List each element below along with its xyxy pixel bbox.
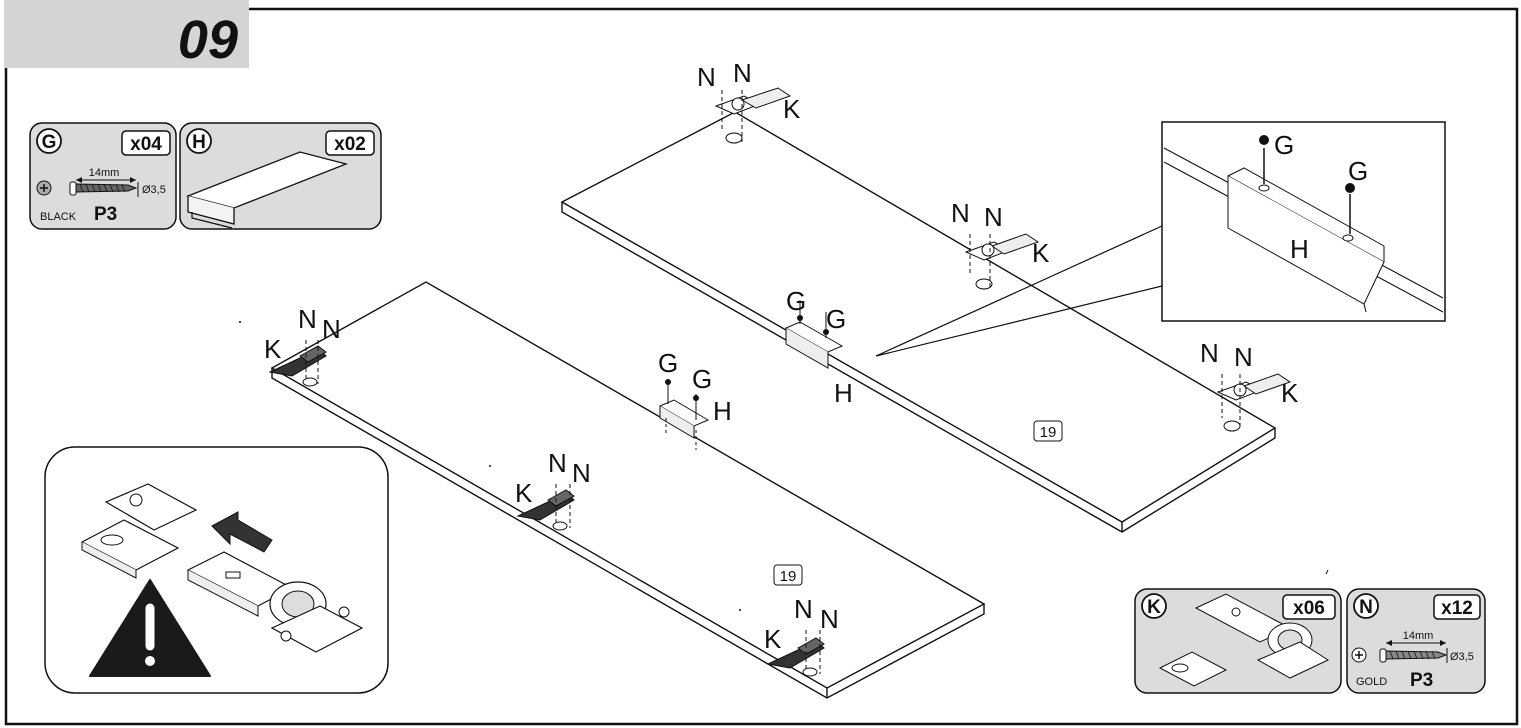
label-n: N: [1200, 338, 1219, 368]
label-n: N: [548, 448, 567, 478]
label-n: N: [733, 58, 752, 88]
hinge-lower-left: [268, 340, 327, 387]
part-k-qty: x06: [1293, 598, 1325, 619]
part-n-code: P3: [1410, 670, 1433, 691]
label-n: N: [984, 202, 1003, 232]
part-g-finish: BLACK: [40, 211, 77, 223]
label-n: N: [951, 198, 970, 228]
arrow-icon: [211, 511, 273, 553]
warning-detail: [44, 446, 389, 694]
part-n-length: 14mm: [1403, 630, 1434, 642]
part-k-card: K x06: [1134, 588, 1342, 694]
part-g-code: P3: [94, 204, 117, 225]
upper-panel-number: 19: [1040, 424, 1057, 441]
label-g: G: [692, 364, 712, 394]
part-k-letter: K: [1147, 597, 1161, 618]
part-g-diameter: Ø3,5: [142, 184, 166, 196]
hinge-arm-illustration: [186, 551, 364, 653]
hinge-right: [1216, 373, 1292, 432]
label-h: H: [713, 396, 732, 426]
hinge-middle: [964, 233, 1040, 290]
part-h-card: H x02: [179, 122, 382, 230]
part-g-qty: x04: [130, 134, 162, 155]
label-g: G: [786, 286, 806, 316]
detail-callout: [875, 121, 1446, 357]
label-n: N: [322, 314, 341, 344]
hinge-lower-right: [766, 630, 825, 677]
label-n: N: [1234, 342, 1253, 372]
label-k: K: [764, 624, 782, 654]
part-g-length: 14mm: [89, 167, 120, 179]
label-h: H: [834, 378, 853, 408]
label-k: K: [783, 94, 801, 124]
part-n-letter: N: [1359, 597, 1373, 618]
stray-marks: [239, 321, 1329, 611]
label-n: N: [298, 304, 317, 334]
label-n: N: [794, 594, 813, 624]
part-g-circle: [36, 128, 62, 154]
step-number: 09: [178, 10, 238, 70]
handle-profile-icon: [185, 151, 349, 229]
label-g: G: [826, 304, 846, 334]
hinge-plate-illustration: [80, 483, 198, 579]
label-k: K: [1032, 238, 1050, 268]
lower-panel-number: 19: [780, 568, 797, 585]
label-h: H: [1290, 234, 1309, 264]
part-n-finish: GOLD: [1356, 676, 1387, 688]
label-k: K: [264, 334, 282, 364]
label-g: G: [1348, 156, 1368, 186]
label-n: N: [697, 62, 716, 92]
handle-upper: [784, 300, 844, 369]
page-frame: [4, 7, 1519, 726]
label-g: G: [1274, 130, 1294, 160]
part-h-qty: x02: [334, 134, 366, 155]
screw-icon: [36, 180, 138, 196]
part-n-qty: x12: [1441, 598, 1473, 619]
part-h-letter: H: [192, 132, 206, 153]
label-g: G: [658, 348, 678, 378]
hinge-top: [714, 87, 792, 144]
screw-icon: [1351, 647, 1448, 663]
label-n: N: [572, 458, 591, 488]
handle-lower: [658, 379, 710, 450]
warning-icon: [89, 579, 211, 677]
label-n: N: [820, 604, 839, 634]
lower-door-panel: 19: [270, 281, 986, 699]
part-n-diameter: Ø3,5: [1450, 651, 1474, 663]
label-k: K: [1281, 378, 1299, 408]
part-g-letter: G: [42, 132, 57, 153]
part-n-card: N x12 14mm Ø3,5 GOLD P3: [1346, 588, 1486, 694]
hinge-lower-middle: [516, 484, 575, 531]
label-k: K: [515, 478, 533, 508]
hinge-icon: [1158, 593, 1330, 687]
part-g-card: G x04 14mm Ø3,5 BLACK P3: [29, 122, 177, 230]
upper-door-panel: 19: [560, 111, 1277, 533]
step-tab: 09: [4, 0, 249, 70]
